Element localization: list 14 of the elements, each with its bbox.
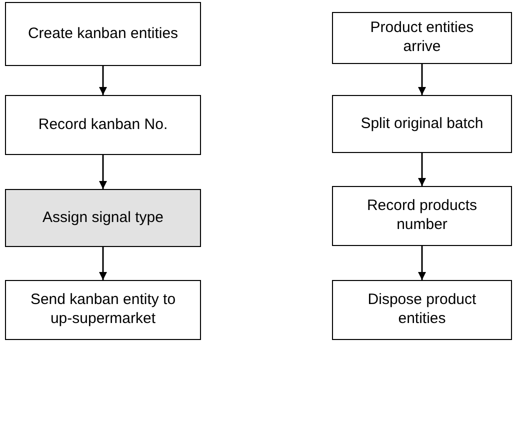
arrow — [99, 66, 107, 95]
process-box: Split original batch — [332, 95, 512, 153]
process-box: Record products number — [332, 186, 512, 246]
arrow — [418, 246, 426, 280]
process-box: Record kanban No. — [5, 95, 201, 155]
arrow — [418, 64, 426, 95]
process-box: Product entities arrive — [332, 12, 512, 64]
process-box: Dispose product entities — [332, 280, 512, 340]
process-box: Send kanban entity to up-supermarket — [5, 280, 201, 340]
arrow — [99, 155, 107, 189]
process-box: Create kanban entities — [5, 2, 201, 66]
arrow — [418, 153, 426, 186]
process-box: Assign signal type — [5, 189, 201, 247]
arrow — [99, 247, 107, 280]
